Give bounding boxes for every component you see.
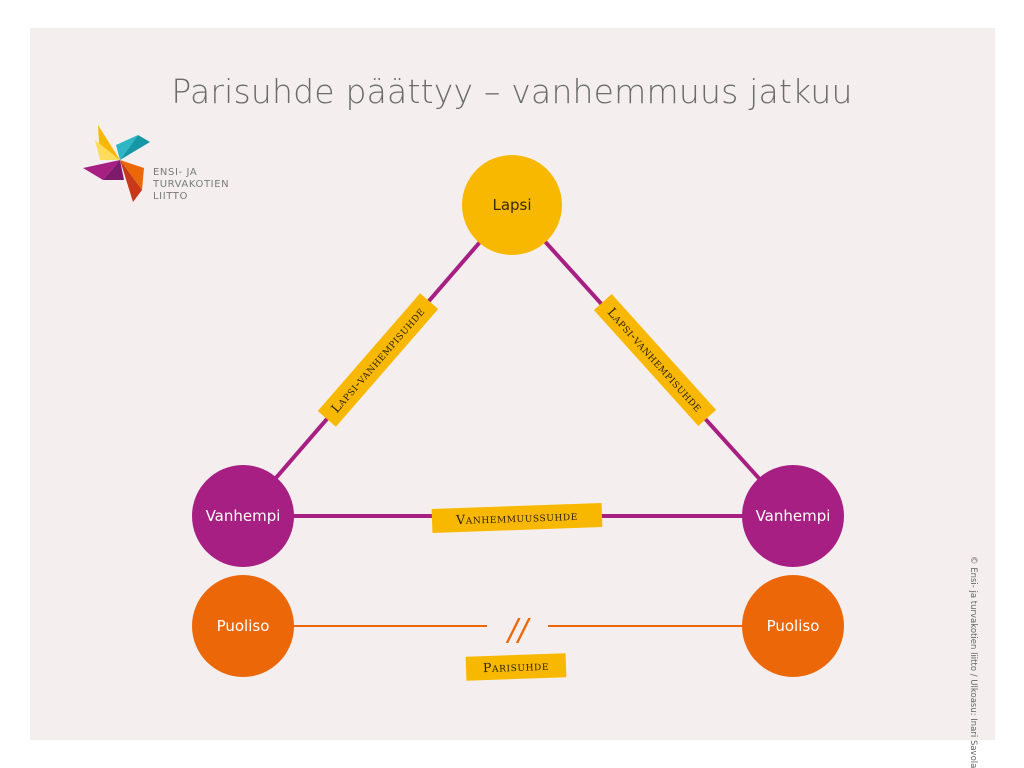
logo-wordmark: ENSI- JA TURVAKOTIEN LIITTO [153,167,229,203]
tag-right-edge: Lapsi-vanhempisuhde [593,294,717,426]
node-parent-left: Vanhempi [192,465,294,567]
copyright-credit-text: © Ensi- ja turvakotien liitto / Ulkoasu:… [968,556,978,768]
tag-parenthood-label: Vanhemmuussuhde [455,508,578,527]
copyright-credit: © Ensi- ja turvakotien liitto / Ulkoasu:… [968,556,988,768]
tag-parenthood: Vanhemmuussuhde [431,503,603,533]
logo-line-1: ENSI- JA [153,167,198,178]
pinwheel-logo [78,120,278,220]
tag-couple: Parisuhde [465,653,567,681]
tag-couple-label: Parisuhde [483,658,550,675]
node-parent-right-label: Vanhempi [756,507,831,525]
node-spouse-right: Puoliso [742,575,844,677]
tag-left-edge-label: Lapsi-vanhempisuhde [328,304,428,416]
node-child-label: Lapsi [492,196,531,214]
node-parent-left-label: Vanhempi [206,507,281,525]
tag-left-edge: Lapsi-vanhempisuhde [317,293,439,427]
node-spouse-left: Puoliso [192,575,294,677]
node-spouse-right-label: Puoliso [767,617,820,635]
logo-line-2: TURVAKOTIEN [153,179,230,190]
logo-line-3: LIITTO [153,191,188,202]
tag-right-edge-label: Lapsi-vanhempisuhde [605,304,707,414]
node-child: Lapsi [462,155,562,255]
page-title: Parisuhde päättyy – vanhemmuus jatkuu [171,72,853,111]
node-spouse-left-label: Puoliso [217,617,270,635]
broken-relationship-mark: // [505,613,531,648]
node-parent-right: Vanhempi [742,465,844,567]
pinwheel-logo-icon [83,125,150,202]
